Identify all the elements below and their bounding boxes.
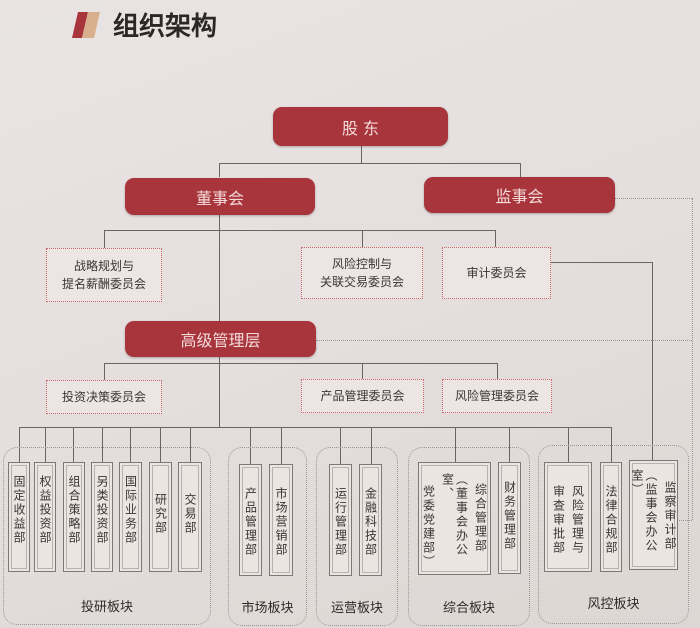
committee-line: 战略规划与 xyxy=(73,259,134,273)
board-of-directors-box: 董事会 xyxy=(125,178,315,215)
group-label: 市场板块 xyxy=(241,601,294,616)
dept-research: 研究部 xyxy=(149,462,172,572)
dept-finance: 财务管理部 xyxy=(498,462,521,574)
dept-label: 综合管理部 xyxy=(473,483,488,553)
dept-risk-management-review: 风险管理与 审查审批部 xyxy=(544,462,592,572)
dept-label: 组合策略部 xyxy=(67,475,81,545)
committee-line: 风险控制与 xyxy=(331,257,392,271)
dept-label: 金融科技部 xyxy=(363,487,378,557)
dept-trading: 交易部 xyxy=(178,462,202,572)
dept-fixed-income: 固定收益部 xyxy=(8,462,30,572)
audit-committee: 审计委员会 xyxy=(442,247,551,299)
group-label: 综合板块 xyxy=(442,601,495,616)
committee-line: 提名薪酬委员会 xyxy=(61,277,146,291)
dept-international: 国际业务部 xyxy=(119,462,142,572)
dept-operations-management: 运行管理部 xyxy=(329,464,352,576)
title-accent-icon xyxy=(72,12,100,38)
group-label: 投研板块 xyxy=(80,600,133,615)
dept-label: 法律合规部 xyxy=(604,485,618,555)
group-risk-control: 风控板块 xyxy=(538,445,689,624)
risk-management-committee: 风险管理委员会 xyxy=(442,379,552,413)
dept-product-management: 产品管理部 xyxy=(239,464,262,576)
dept-label: 交易部 xyxy=(183,493,197,535)
group-label: 运营板块 xyxy=(330,601,383,616)
dept-fintech: 金融科技部 xyxy=(359,464,382,576)
dept-supervision-audit: 监察审计部 （监事会办公室） xyxy=(629,460,678,570)
senior-management-box: 高级管理层 xyxy=(125,321,316,357)
dept-legal-compliance: 法律合规部 xyxy=(600,462,622,572)
dept-marketing: 市场营销部 xyxy=(269,464,293,576)
dept-label-note: （董事会办公室、 xyxy=(440,473,469,557)
dept-label: 市场营销部 xyxy=(274,487,288,557)
dept-label: 权益投资部 xyxy=(38,475,52,545)
page-title: 组织架构 xyxy=(113,12,218,42)
dept-label: 国际业务部 xyxy=(123,475,138,545)
dept-label-note: 党委党建部） xyxy=(421,485,436,569)
group-operations: 运营板块 xyxy=(316,447,398,626)
dept-label: 风险管理与 xyxy=(570,485,585,555)
dept-label: 财务管理部 xyxy=(502,481,517,551)
risk-control-committee: 风险控制与 关联交易委员会 xyxy=(301,247,423,299)
strategy-nomination-committee: 战略规划与 提名薪酬委员会 xyxy=(46,248,162,302)
product-management-committee: 产品管理委员会 xyxy=(301,379,424,413)
group-investment-research: 投研板块 xyxy=(3,447,211,625)
group-market: 市场板块 xyxy=(228,447,307,626)
board-of-supervisors-box: 监事会 xyxy=(424,177,615,213)
dept-label: 产品管理部 xyxy=(243,487,258,557)
dept-general-management: 综合管理部 （董事会办公室、 党委党建部） xyxy=(418,462,491,575)
shareholders-box: 股 东 xyxy=(273,107,448,146)
group-label: 风控板块 xyxy=(587,597,640,612)
dept-label: 运行管理部 xyxy=(333,487,348,557)
committee-line: 审计委员会 xyxy=(466,266,527,280)
dept-label-note: （监事会办公室） xyxy=(630,469,658,553)
dept-equity-investment: 权益投资部 xyxy=(34,462,56,572)
committee-line: 关联交易委员会 xyxy=(319,275,404,289)
dept-label: 另类投资部 xyxy=(95,475,109,545)
dept-label: 固定收益部 xyxy=(12,475,26,545)
group-general: 综合板块 xyxy=(408,447,530,626)
dept-label: 研究部 xyxy=(153,493,168,535)
dept-label: 监察审计部 xyxy=(663,481,677,551)
investment-decision-committee: 投资决策委员会 xyxy=(46,380,162,414)
dept-alternative-investment: 另类投资部 xyxy=(91,462,113,572)
dept-portfolio-strategy: 组合策略部 xyxy=(63,462,85,572)
dept-label: 审查审批部 xyxy=(551,485,566,555)
